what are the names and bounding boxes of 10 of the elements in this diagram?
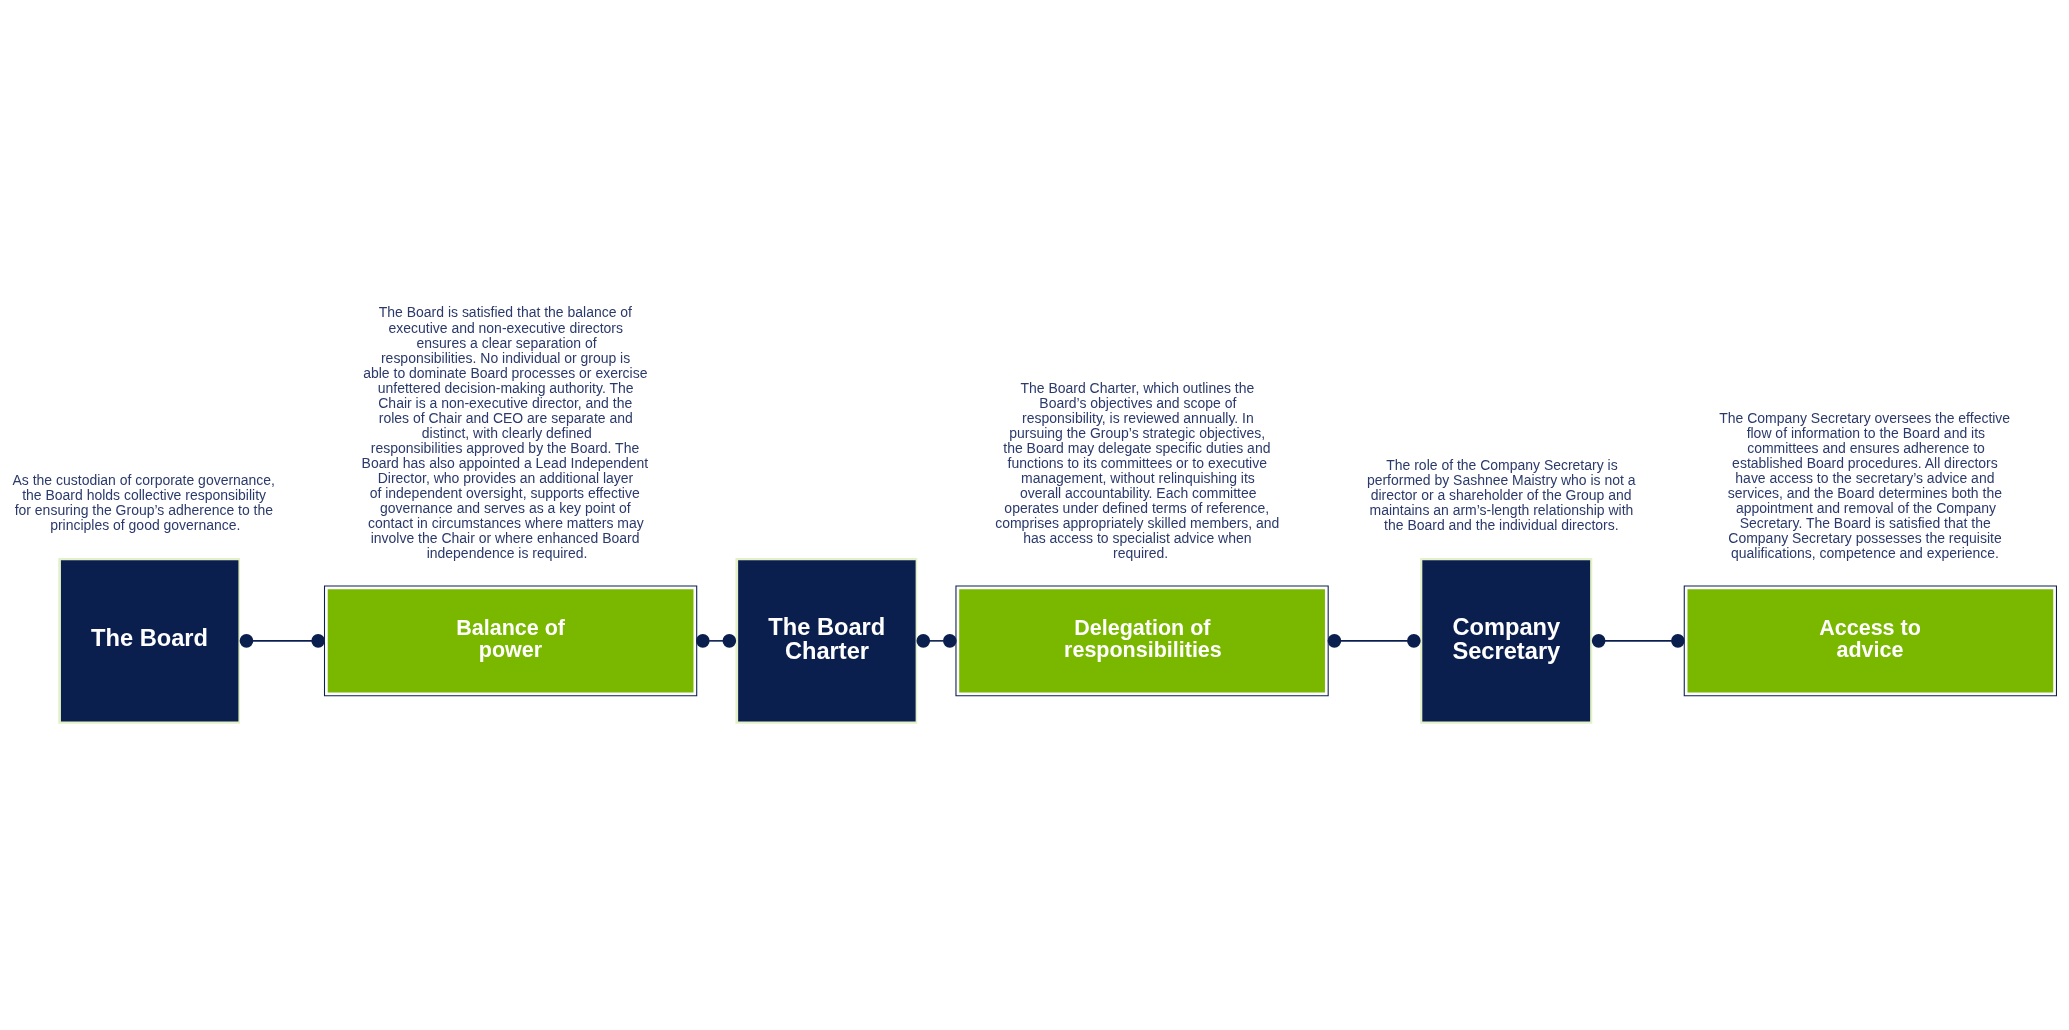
node-label: The Company Secretary oversees the effective flow of information to the Board and its committees and ensures adherence to established Board procedures. All directors have access to the secretary’s advice and services, and the Board determines both the appointment and removal of the Company Secretary. The Board is satisfied that the Company Secretary possesses the requisite qualifications, competence and experience. xyxy=(1719,409,2011,562)
connector xyxy=(916,634,957,648)
node-label: As the custodian of corporate governance, the Board holds collective responsibility for ensuring the Group’s adherence to the principles of good governance. xyxy=(12,472,275,534)
connector xyxy=(1327,634,1421,648)
connector xyxy=(239,634,325,648)
connector xyxy=(1591,634,1685,648)
node-label: The Board Charter, which outlines the Board’s objectives and scope of responsibility, is reviewed annually. In pursuing the Group’s strategic objectives, the Board may delegate specific duties and functions to its committees or to executive management, without relinquishing its overall accountability. Each committee operates under defined terms of reference, comprises appropriately skilled members, and has access to specialist advice when required. xyxy=(995,379,1280,562)
node-label: The Board is satisfied that the balance of executive and non-executive directors ensures a clear separation of responsibilities. No individual or group is able to dominate Board processes or exercise unfettered decision-making authority. The Chair is a non-executive director, and the roles of Chair and CEO are separate and distinct, with clearly defined responsibilities approved by the Board. The Board has also appointed a Lead Independent Director, who provides an additional layer of independent oversight, supports effective governance and serves as a key point of contact in circumstances where matters may involve the Chair or where enhanced Board independence is required. xyxy=(361,304,649,562)
node-label: The role of the Company Secretary is performed by Sashnee Maistry who is not a director or a shareholder of the Group and maintains an arm’s-length relationship with the Board and the individual directors. xyxy=(1366,457,1636,534)
connector xyxy=(696,634,737,648)
